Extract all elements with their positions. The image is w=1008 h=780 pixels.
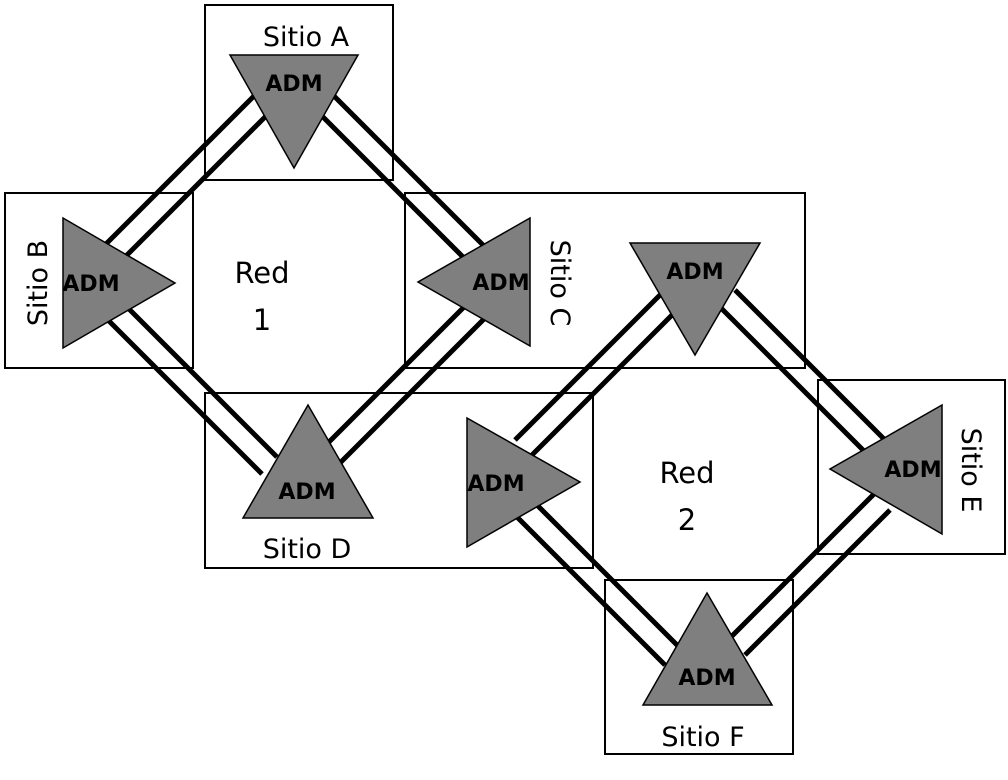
site-label-d: Sitio D (263, 534, 352, 565)
adm-label-ring2-top: ADM (666, 260, 723, 285)
adm-triangle-up (641, 591, 774, 706)
link-g-e-outer (733, 288, 887, 442)
adm-triangle-left (828, 403, 943, 536)
link-b-d-inner (121, 301, 279, 459)
adm-node-f: ADM (641, 591, 774, 706)
network-2-number: 2 (678, 503, 696, 537)
network-2-label: Red (659, 456, 714, 490)
adm-node-ring2-left: ADM (466, 416, 582, 549)
network-1-label: Red (234, 256, 289, 290)
adm-triangle-down (228, 54, 360, 170)
site-label-e: Sitio E (955, 428, 986, 513)
adm-node-a: ADM (228, 54, 360, 170)
adm-triangle-right (62, 216, 177, 350)
adm-triangle-up (241, 403, 375, 519)
site-label-c: Sitio C (544, 240, 575, 327)
site-box-b (4, 192, 194, 369)
adm-triangle-down (628, 242, 762, 357)
link-a-b-inner (118, 110, 272, 264)
link-h-f-inner (528, 496, 682, 650)
adm-label-a: ADM (265, 72, 322, 97)
site-box-d (204, 392, 594, 569)
ring-2-links (513, 288, 892, 667)
adm-node-ring2-top: ADM (628, 242, 762, 357)
link-h-f-outer (513, 513, 667, 667)
link-a-c-outer (331, 93, 490, 252)
adm-label-ring2-left: ADM (467, 472, 524, 497)
network-1-number: 1 (253, 303, 271, 337)
link-g-e-inner (718, 305, 872, 459)
adm-label-f: ADM (678, 666, 735, 691)
adm-node-b: ADM (62, 216, 177, 350)
adm-node-e: ADM (828, 403, 943, 536)
link-g-h-inner (528, 310, 677, 459)
site-box-f (604, 579, 794, 755)
adm-label-e: ADM (884, 458, 941, 483)
link-b-d-outer (106, 318, 264, 476)
link-e-f-outer (743, 508, 892, 657)
site-box-c (404, 192, 806, 369)
adm-node-d: ADM (241, 403, 375, 519)
adm-label-d: ADM (278, 480, 335, 505)
adm-label-b: ADM (62, 272, 119, 297)
ring-1-links (103, 93, 490, 476)
site-label-f: Sitio F (661, 722, 744, 753)
adm-label-c: ADM (472, 271, 529, 296)
site-box-a (204, 4, 394, 181)
link-a-c-inner (316, 110, 475, 269)
site-label-a: Sitio A (263, 22, 350, 53)
link-c-d-outer (330, 313, 490, 473)
link-e-f-inner (728, 491, 877, 640)
adm-triangle-left (416, 216, 531, 348)
link-c-d-inner (315, 296, 475, 456)
site-label-b: Sitio B (23, 240, 54, 326)
site-box-e (817, 379, 1006, 555)
adm-node-c: ADM (416, 216, 531, 348)
adm-triangle-right (466, 416, 582, 549)
link-g-h-outer (513, 293, 662, 442)
link-a-b-outer (103, 93, 257, 247)
